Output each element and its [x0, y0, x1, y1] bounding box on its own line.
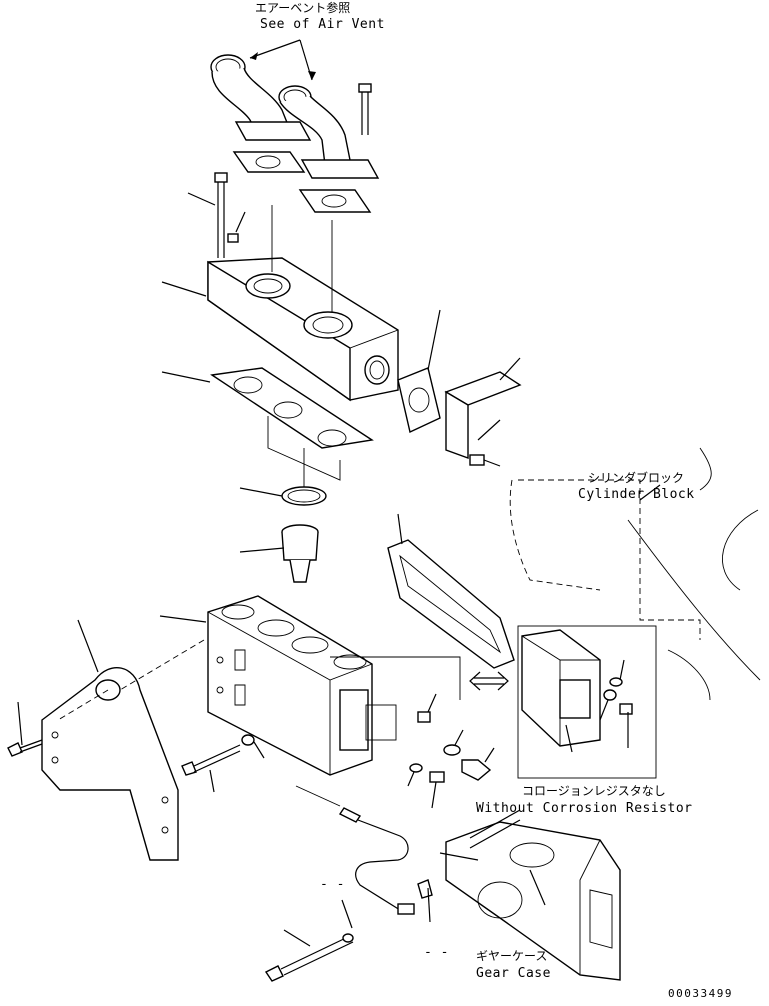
- air-vent-label-en: See of Air Vent: [260, 17, 385, 32]
- cylinder-block-outline: [387, 447, 761, 701]
- corrosion-label-en: Without Corrosion Resistor: [476, 801, 693, 816]
- long-bolt: [264, 899, 354, 982]
- cylinder-block-label-jp: シリンダブロック: [588, 470, 684, 485]
- thermostat-housing-upper: [161, 205, 399, 402]
- gear-case-label-en: Gear Case: [476, 966, 551, 981]
- cylinder-block-label-en: Cylinder Block: [578, 487, 695, 502]
- dash-label-left: - -: [320, 877, 345, 892]
- corrosion-label-jp: コロージョンレジスタなし: [522, 784, 666, 798]
- housing-plugs: [241, 693, 495, 809]
- mounting-bracket: [7, 619, 241, 861]
- side-gasket-and-bracket: [397, 309, 522, 467]
- drawing-number: 00033499: [668, 987, 733, 1000]
- air-vent-label-jp: エアーベント参照: [255, 0, 350, 15]
- air-vent-pipes: [187, 39, 380, 258]
- detail-without-corrosion-resistor: [469, 625, 657, 779]
- temperature-sensor-harness: [295, 785, 433, 923]
- dash-label-bottom: - -: [424, 945, 449, 960]
- thermostat: [239, 448, 327, 583]
- thermostat-housing-lower: [159, 595, 461, 776]
- gear-case: [439, 809, 621, 981]
- gear-case-label-jp: ギヤーケース: [476, 949, 547, 963]
